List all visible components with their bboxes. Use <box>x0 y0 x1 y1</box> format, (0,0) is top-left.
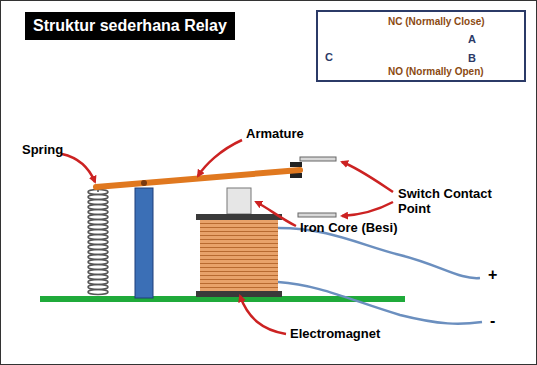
part-label: + <box>488 266 497 284</box>
spring-coil <box>88 290 108 295</box>
pivot-post <box>135 188 153 298</box>
upper-contact <box>300 157 336 161</box>
lower-contact <box>298 213 336 217</box>
pivot <box>141 180 147 186</box>
title: Struktur sederhana Relay <box>25 12 235 40</box>
part-label: Spring <box>22 142 63 157</box>
part-label: Electromagnet <box>290 326 380 341</box>
node-text: A <box>468 33 476 45</box>
leader-arrows <box>62 140 393 334</box>
node-text: B <box>468 52 476 64</box>
coil-cap <box>196 291 282 297</box>
node-text: NC (Normally Close) <box>388 16 485 27</box>
armature <box>96 170 300 187</box>
node-text: NO (Normally Open) <box>388 66 484 77</box>
iron-core <box>227 188 251 214</box>
contact-point <box>290 173 302 178</box>
part-label: - <box>490 312 495 330</box>
part-label: Switch Contact Point <box>398 186 510 216</box>
coil-cap <box>196 214 282 220</box>
wire <box>278 228 480 278</box>
contact-point <box>290 162 302 167</box>
part-label: Armature <box>246 126 304 141</box>
part-label: Iron Core (Besi) <box>300 220 398 235</box>
electromagnet-coil <box>200 220 278 292</box>
legend-box: NC (Normally Close) A C NO (Normally Open) B <box>316 10 526 82</box>
spring <box>88 187 108 295</box>
wire <box>278 282 482 324</box>
node-text: C <box>325 51 333 63</box>
